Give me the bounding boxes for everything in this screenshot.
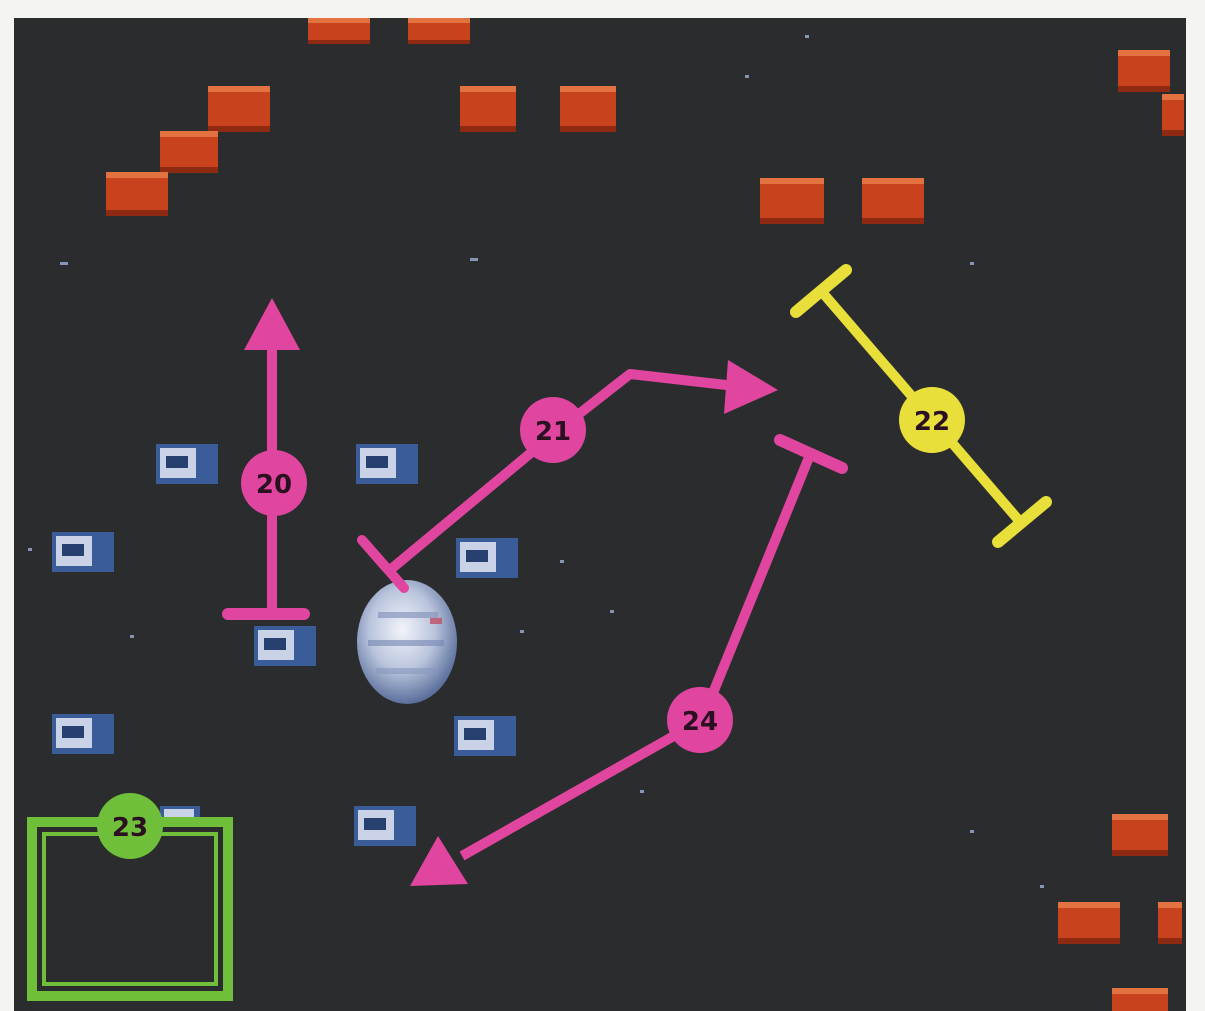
- red-block: [1118, 50, 1170, 92]
- red-block: [1162, 94, 1184, 136]
- blue-ship: [52, 714, 114, 754]
- marker-23-label: 23: [112, 813, 148, 843]
- red-block: [208, 86, 270, 132]
- marker-21-label: 21: [535, 417, 571, 447]
- red-block: [1058, 902, 1120, 944]
- red-block: [760, 178, 824, 224]
- red-block: [408, 18, 470, 44]
- red-block: [160, 131, 218, 173]
- red-block: [1158, 902, 1182, 944]
- path-marker-22: 22: [796, 270, 1046, 542]
- planet: [357, 580, 457, 704]
- blue-ship: [156, 444, 218, 484]
- blue-ship: [254, 626, 316, 666]
- red-block: [560, 86, 616, 132]
- path-marker-20: 20: [228, 298, 307, 614]
- red-block: [106, 172, 168, 216]
- path-marker-23: 23: [32, 793, 228, 996]
- blue-ship: [454, 716, 516, 756]
- path-marker-21: 21: [362, 360, 778, 588]
- path-marker-24: 24: [410, 440, 842, 886]
- blue-ship: [356, 444, 418, 484]
- red-block: [460, 86, 516, 132]
- blue-ship: [52, 532, 114, 572]
- marker-22-label: 22: [914, 407, 950, 437]
- red-block: [1112, 814, 1168, 856]
- red-block: [1112, 988, 1168, 1011]
- marker-20-label: 20: [256, 470, 292, 500]
- marker-24-label: 24: [682, 707, 718, 737]
- blue-ship: [354, 806, 416, 846]
- blue-ship: [456, 538, 518, 578]
- red-block: [308, 18, 370, 44]
- red-block: [862, 178, 924, 224]
